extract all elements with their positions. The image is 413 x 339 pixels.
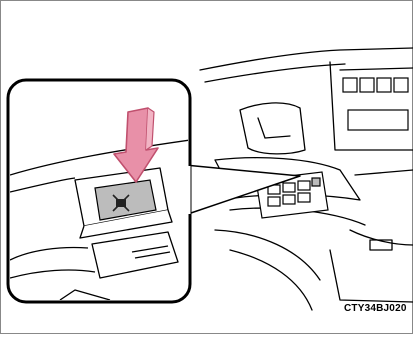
window-switch: [298, 181, 310, 190]
window-switch: [283, 195, 295, 204]
figure-code: CTY34BJ020: [344, 303, 407, 314]
dash-button: [343, 78, 357, 92]
dash-button: [394, 78, 408, 92]
window-switch: [298, 193, 310, 202]
window-switch: [283, 183, 295, 192]
dash-button: [360, 78, 374, 92]
dash-display: [348, 110, 408, 130]
window-switch: [268, 197, 280, 206]
dash-button: [377, 78, 391, 92]
lock-switch-small: [312, 178, 320, 186]
